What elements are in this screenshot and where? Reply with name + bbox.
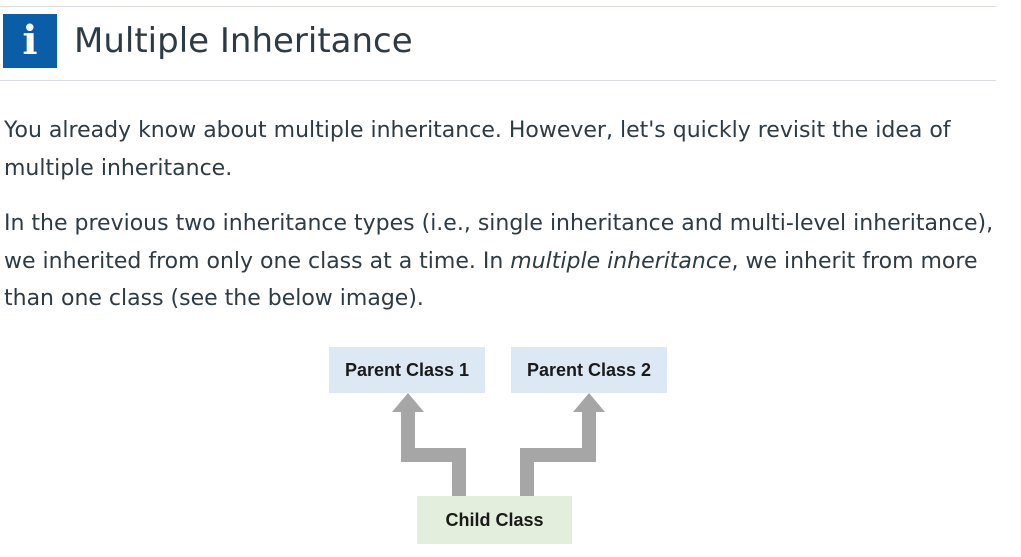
- emphasis-term: multiple inheritance: [510, 248, 732, 274]
- explanation-text-end: , we inherit from more than one class (s…: [4, 248, 978, 312]
- info-icon: i: [3, 14, 57, 68]
- explanation-text-start: In the previous two inheritance types (i…: [4, 211, 994, 274]
- parent-class-1-box: Parent Class 1: [329, 347, 485, 393]
- arrow-to-parent-2: [520, 393, 605, 496]
- child-class-box: Child Class: [417, 496, 572, 544]
- intro-text: You already know about multiple inherita…: [4, 118, 951, 181]
- intro-paragraph: You already know about multiple inherita…: [4, 112, 994, 187]
- header-divider: [0, 80, 996, 81]
- page-title: Multiple Inheritance: [74, 21, 413, 61]
- inheritance-diagram: Parent Class 1 Parent Class 2 Child Clas…: [320, 340, 680, 550]
- info-glyph: i: [22, 17, 38, 64]
- arrow-to-parent-1: [392, 393, 466, 496]
- top-divider: [0, 6, 996, 7]
- inheritance-arrows: [392, 393, 605, 496]
- explanation-paragraph: In the previous two inheritance types (i…: [4, 205, 994, 318]
- parent-class-2-box: Parent Class 2: [511, 347, 667, 393]
